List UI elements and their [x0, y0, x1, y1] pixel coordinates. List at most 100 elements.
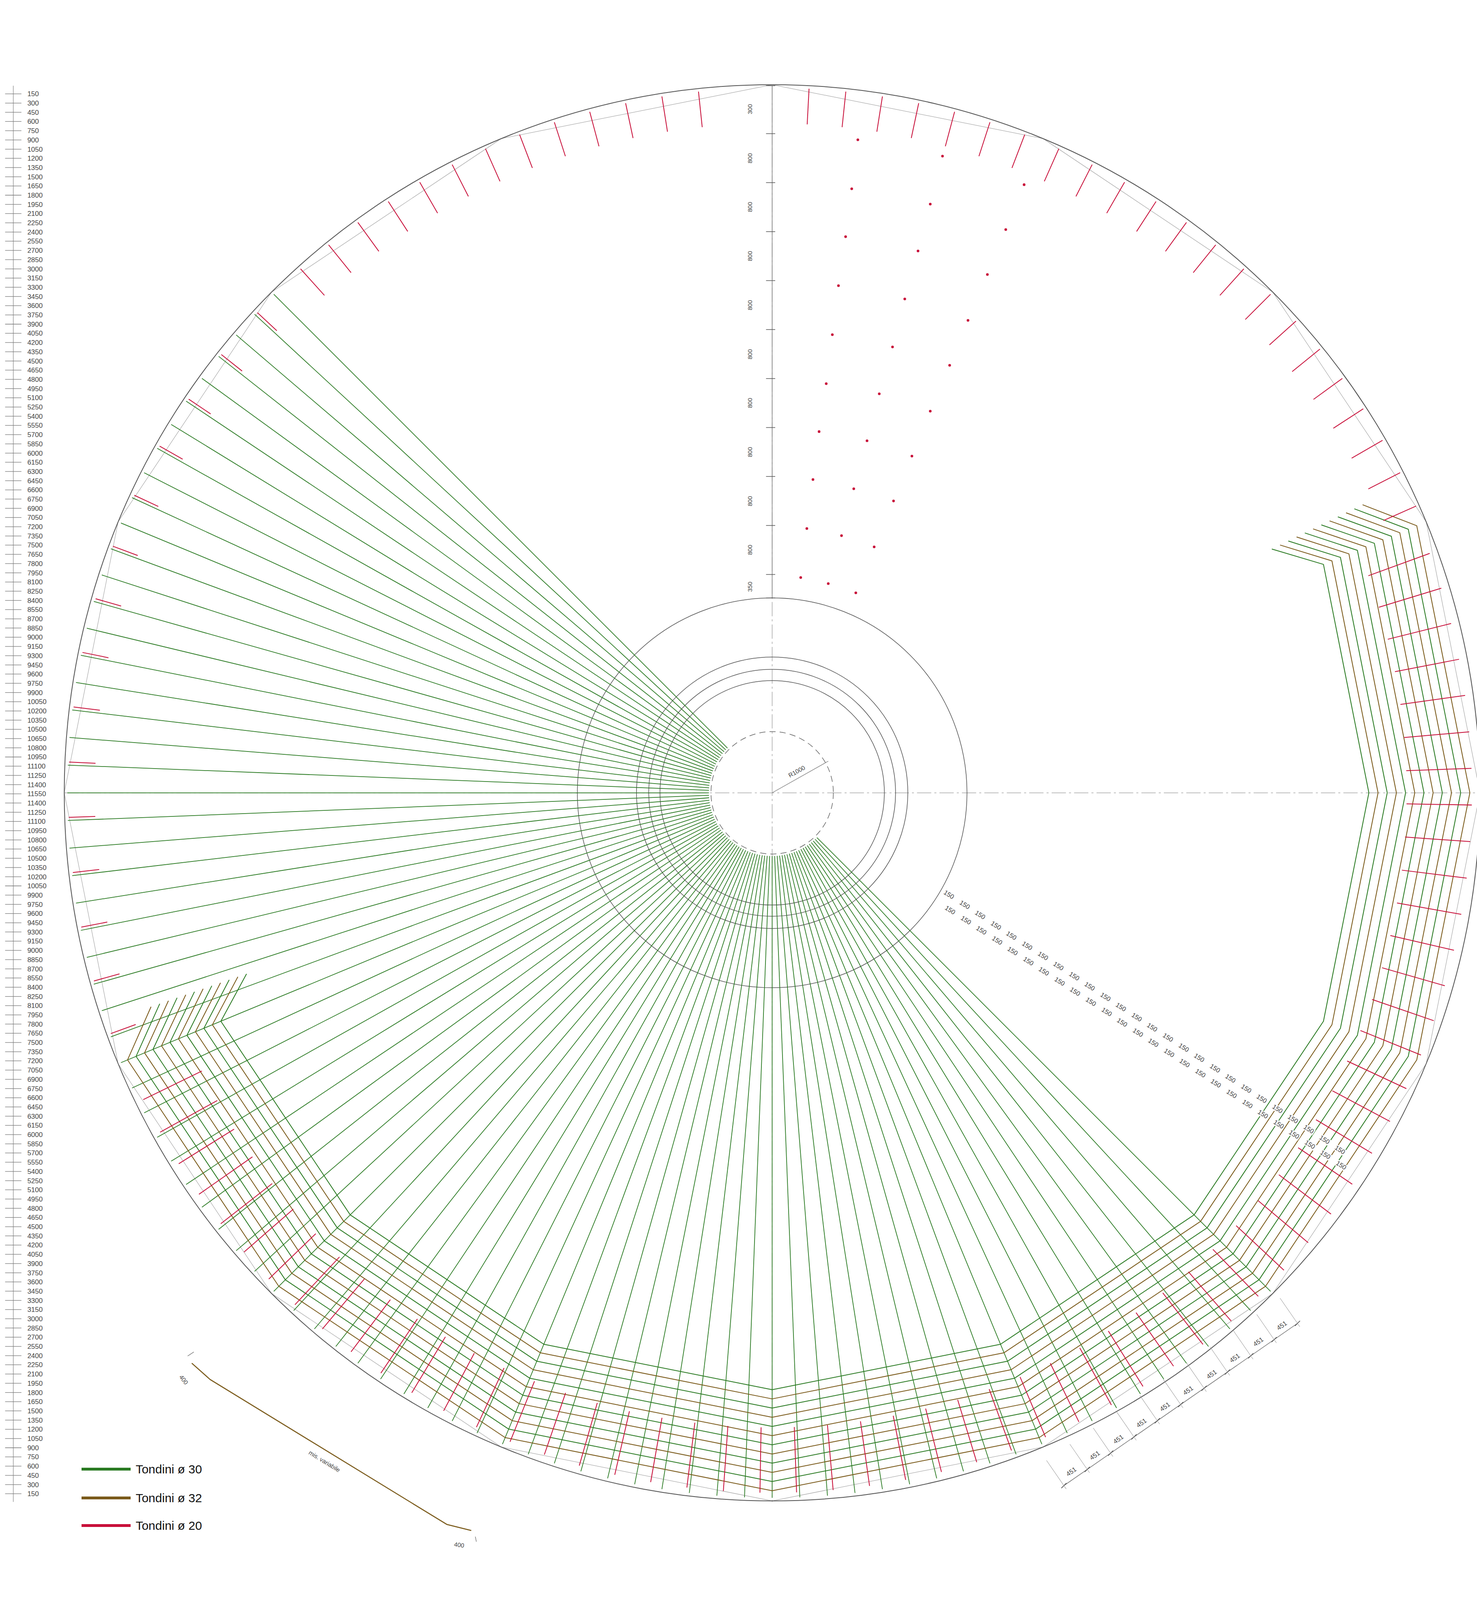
ruler-value: 9300 [26, 651, 44, 659]
ruler-tick [5, 1428, 22, 1430]
ruler-tick [5, 378, 22, 380]
spacing-dimension: 150 [1035, 949, 1050, 962]
tie-bar [1012, 134, 1026, 168]
tie-bar [1351, 440, 1383, 458]
ruler-value: 10500 [26, 854, 48, 862]
ruler-value: 7500 [26, 1038, 44, 1046]
radial-bar [771, 855, 773, 1498]
spacing-dimension: 150 [1192, 1051, 1207, 1064]
ruler-value: 7950 [26, 1011, 44, 1019]
bar-dot [872, 545, 876, 549]
ruler-tick [5, 728, 22, 730]
tie-bar [188, 399, 211, 415]
ruler-tick [5, 1180, 22, 1181]
ruler-tick [5, 692, 22, 693]
spacing-dimension: 451 [1181, 1383, 1196, 1397]
tie-bar [220, 1183, 273, 1224]
radial-bar [777, 855, 828, 1496]
ruler-value: 6450 [26, 477, 44, 484]
ruler-value: 750 [26, 127, 40, 135]
ruler-tick [5, 1354, 22, 1356]
tie-bar [1188, 1271, 1232, 1321]
ruler-tick [5, 1124, 22, 1126]
ruler-value: 11250 [26, 808, 47, 816]
dimension-tick [765, 378, 776, 379]
ruler-tick [5, 1391, 22, 1393]
spacing-dimension: 150 [1129, 1010, 1144, 1024]
radial-bar [811, 842, 1209, 1346]
bar-dot [856, 138, 860, 142]
spacing-dimension: 150 [1177, 1056, 1192, 1069]
radial-bar [67, 765, 709, 791]
radial-bar [554, 852, 753, 1463]
tie-bar [452, 164, 469, 197]
ruler-value: 750 [26, 1453, 40, 1460]
ruler-value: 5250 [26, 1176, 44, 1184]
ruler-tick [5, 406, 22, 407]
ruler-tick [5, 139, 22, 140]
ruler-tick [5, 93, 22, 95]
tie-bar [1075, 164, 1093, 197]
dimension-tick [765, 328, 776, 330]
ruler-tick [5, 1309, 22, 1310]
ruler-tick [5, 1373, 22, 1374]
dimension-value: 800 [746, 445, 753, 458]
legend-text: Tondini ø 30 [135, 1461, 202, 1476]
ruler-tick [5, 802, 22, 803]
ruler-value: 6000 [26, 449, 44, 457]
ruler-tick [5, 719, 22, 721]
ruler-value: 4350 [26, 348, 44, 355]
tie-bar [759, 1427, 762, 1493]
tie-bar [198, 1156, 253, 1194]
ruler-tick [5, 737, 22, 739]
ruler-tick [5, 397, 22, 398]
bar-dot [928, 409, 932, 413]
ruler-tick [5, 710, 22, 711]
tie-bar [1368, 553, 1430, 576]
spacing-dimension: 150 [989, 934, 1004, 947]
chord-polygon [64, 84, 1477, 1501]
radial-bar [101, 574, 712, 774]
bar-dot [837, 284, 841, 288]
tie-bar [350, 1299, 391, 1352]
radial-bar [779, 855, 856, 1493]
ruler-tick [5, 848, 22, 850]
bar-dot [891, 345, 895, 349]
dimension-value: 800 [746, 298, 753, 311]
ruler-tick [5, 305, 22, 306]
bar-dot [805, 526, 809, 530]
radial-bar [144, 821, 716, 1113]
tie-bar [73, 706, 100, 710]
ruler-tick [5, 1133, 22, 1135]
spacing-dimension: 150 [1239, 1082, 1254, 1095]
radial-bar [75, 802, 710, 903]
tie-bar [1108, 1330, 1143, 1386]
tie-bar [1162, 1292, 1203, 1344]
radial-bar [774, 855, 800, 1497]
ruler-tick [5, 130, 22, 131]
spacing-dimension: 150 [943, 903, 957, 916]
spacing-dimension: 150 [1021, 954, 1036, 968]
ruler-value: 5400 [26, 412, 44, 420]
ruler-tick [5, 1106, 22, 1107]
ruler-value: 9750 [26, 679, 44, 687]
radial-bar [69, 797, 710, 848]
ruler-value: 4500 [26, 1223, 44, 1230]
ring-bar [169, 524, 1424, 1445]
extension-line [1046, 1459, 1067, 1489]
spacing-dimension: 150 [1098, 990, 1113, 1003]
ruler-value: 2700 [26, 1333, 44, 1341]
radial-bar [716, 855, 768, 1496]
ruler-tick [5, 213, 22, 214]
dimension-tick [475, 1536, 477, 1542]
spacing-dimension: 150 [1036, 965, 1051, 978]
spacing-dimension: 150 [1224, 1087, 1239, 1100]
ruler-tick [5, 360, 22, 362]
tie-bar [1193, 244, 1216, 273]
ruler-value: 7800 [26, 1020, 44, 1028]
center-axis [64, 792, 1477, 793]
ruler-tick [5, 1097, 22, 1098]
ruler-value: 2550 [26, 1342, 44, 1350]
radial-bar [236, 833, 725, 1251]
ruler-tick [5, 1446, 22, 1448]
